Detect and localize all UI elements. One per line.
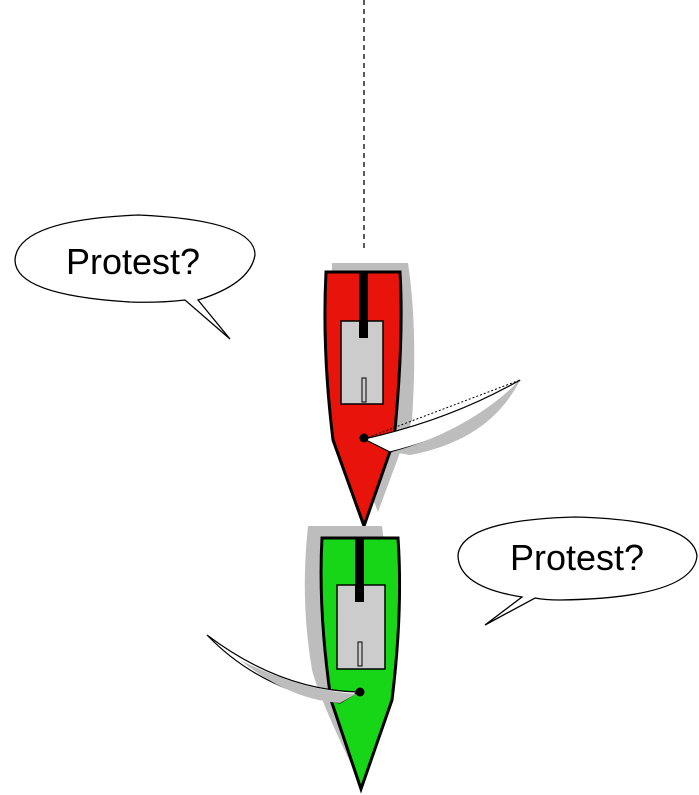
red-boat bbox=[323, 263, 521, 531]
speech-bubble-red-boat: Protest? bbox=[14, 214, 256, 340]
tiller bbox=[355, 538, 364, 602]
sail-shading bbox=[240, 660, 356, 703]
tiller-handle bbox=[361, 377, 367, 403]
speech-bubble-text: Protest? bbox=[66, 241, 200, 282]
tiller bbox=[359, 272, 368, 338]
green-boat bbox=[206, 526, 402, 794]
speech-bubble-green-boat: Protest? bbox=[457, 516, 698, 626]
speech-bubble-text: Protest? bbox=[510, 537, 644, 578]
mast bbox=[359, 433, 369, 443]
tiller-handle bbox=[357, 641, 363, 667]
sail-shading bbox=[392, 380, 520, 455]
mast bbox=[355, 687, 365, 697]
